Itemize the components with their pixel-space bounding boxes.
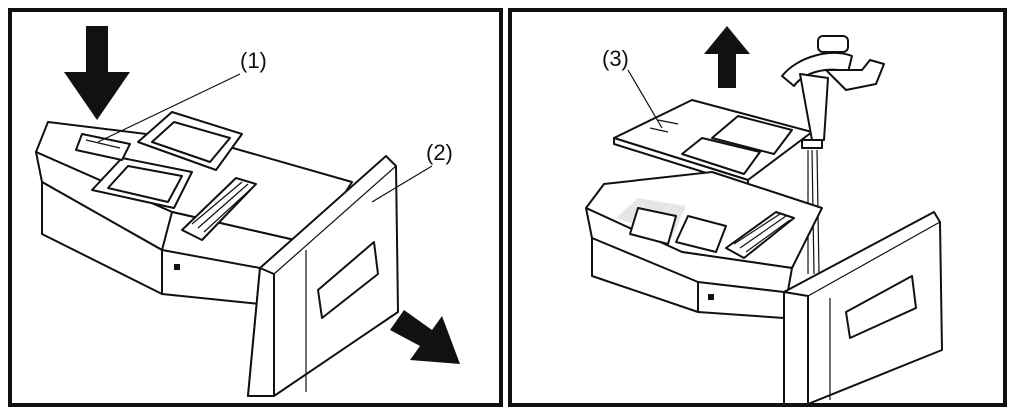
drawer-pull-out-illustration: (1) (2) <box>35 26 460 397</box>
detergent-drawer <box>35 111 399 397</box>
lift-up-arrow <box>704 26 750 88</box>
lifted-insert-cover <box>613 99 813 187</box>
callout-2-leader <box>371 165 433 203</box>
callout-3-label: (3) <box>602 46 629 71</box>
water-tap <box>781 35 885 149</box>
pull-out-arrow <box>390 310 460 364</box>
press-down-arrow <box>64 26 130 120</box>
detergent-drawer <box>585 171 943 403</box>
callout-2-label: (2) <box>426 140 453 165</box>
callout-3-leader <box>627 69 663 129</box>
callout-1-label: (1) <box>240 48 267 73</box>
panel-remove-drawer: (1) (2) <box>8 8 503 407</box>
callout-1-leader <box>97 73 241 143</box>
drawer-cleaning-illustration: (3) <box>585 26 943 403</box>
panel-clean-drawer: (3) <box>508 8 1007 407</box>
